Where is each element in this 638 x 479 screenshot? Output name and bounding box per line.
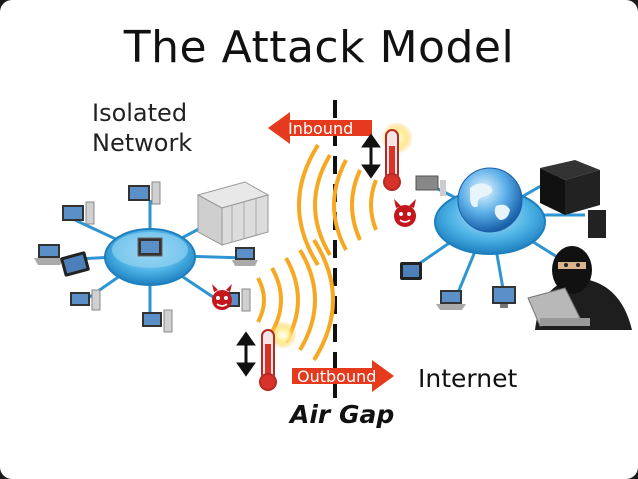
- hacker-icon: [527, 246, 632, 330]
- thermometer-icon: [383, 129, 401, 191]
- thermometer-icon: [259, 329, 277, 391]
- laptop-icon: [436, 290, 466, 310]
- desktop-computer-icon: [70, 289, 101, 311]
- server-rack-icon: [540, 160, 600, 215]
- malware-devil-icon: [394, 199, 416, 227]
- desktop-computer-icon: [415, 175, 446, 196]
- tablet-icon: [400, 262, 422, 280]
- up-down-arrow-icon: [361, 133, 381, 179]
- desktop-computer-icon: [142, 309, 173, 333]
- isolated-label-line2: Network: [92, 129, 193, 157]
- desktop-computer-icon: [137, 237, 163, 257]
- laptop-icon: [34, 244, 64, 265]
- globe-icon: [457, 167, 523, 233]
- heat-burst-icon: [269, 321, 297, 349]
- internet-label: Internet: [418, 364, 518, 393]
- desktop-computer-icon: [62, 201, 95, 225]
- server-rack-icon: [196, 181, 270, 246]
- laptop-icon: [232, 247, 258, 266]
- desktop-computer-icon: [128, 181, 161, 205]
- air-gap-label: Air Gap: [290, 400, 395, 429]
- outbound-label: Outbound: [297, 367, 377, 386]
- internet-network: [394, 160, 632, 330]
- malware-devil-icon: [212, 284, 232, 310]
- isolated-network-label: Isolated Network: [92, 98, 192, 158]
- isolated-label-line1: Isolated: [92, 99, 188, 127]
- desktop-computer-icon: [588, 210, 606, 238]
- signal-waves-upper: [297, 143, 378, 267]
- slide-title: The Attack Model: [123, 22, 515, 73]
- up-down-arrow-icon: [236, 331, 256, 377]
- signal-waves-lower: [256, 238, 335, 362]
- outbound-arrow: [292, 360, 394, 392]
- isolated-network: [34, 181, 270, 333]
- desktop-computer-icon: [492, 286, 516, 308]
- inbound-arrow: [268, 112, 372, 144]
- tablet-icon: [60, 251, 90, 277]
- inbound-label: Inbound: [288, 119, 354, 138]
